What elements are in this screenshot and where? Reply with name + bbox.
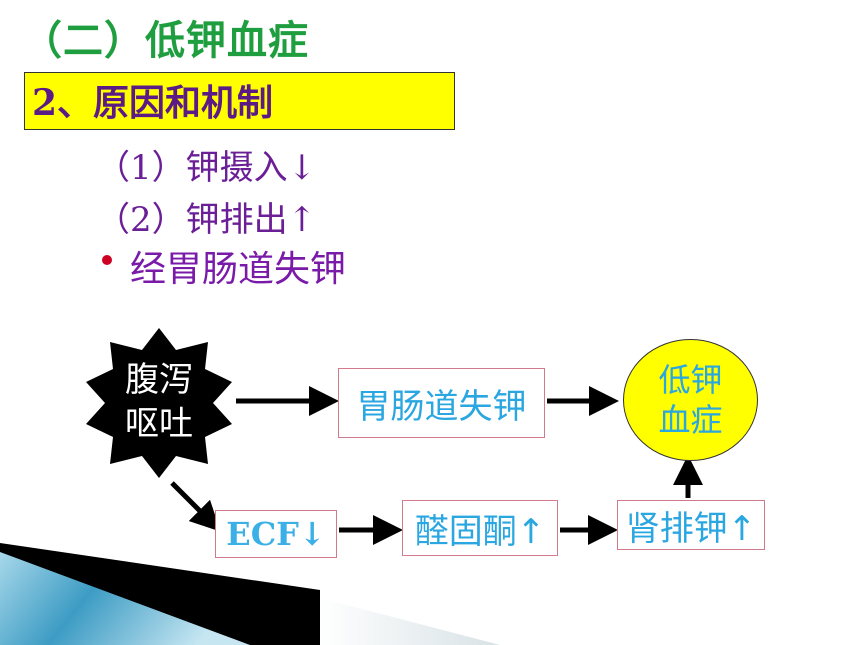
bullet-dot — [102, 255, 112, 265]
ecf-box: ECF↓ — [215, 510, 337, 558]
slide-title: （二）低钾血症 — [22, 18, 309, 64]
arrow-cause-to-ecf — [170, 481, 221, 532]
section-highlight-box — [24, 72, 455, 130]
cause-star-label: 腹泻 呕吐 — [104, 358, 214, 446]
aldosterone-box: 醛固酮↑ — [402, 500, 558, 556]
renal-excretion-box: 肾排钾↑ — [617, 500, 765, 550]
list-item-intake: （1）钾摄入↓ — [96, 148, 317, 188]
hypokalemia-circle: 低钾 血症 — [623, 339, 758, 461]
section-heading: 2、原因和机制 — [32, 82, 274, 124]
gi-loss-box: 胃肠道失钾 — [338, 368, 545, 438]
cause-star-shape — [86, 328, 232, 478]
list-item-excretion: （2）钾排出↑ — [96, 200, 317, 240]
result-line-1: 低钾 — [658, 361, 723, 399]
list-item-gi-loss: 经胃肠道失钾 — [130, 249, 347, 290]
cause-line-vomiting: 呕吐 — [125, 404, 193, 444]
result-line-2: 血症 — [658, 401, 723, 439]
cause-line-diarrhea: 腹泻 — [125, 360, 193, 400]
corner-decoration-blue — [0, 552, 250, 645]
corner-decoration-grey — [320, 598, 500, 645]
